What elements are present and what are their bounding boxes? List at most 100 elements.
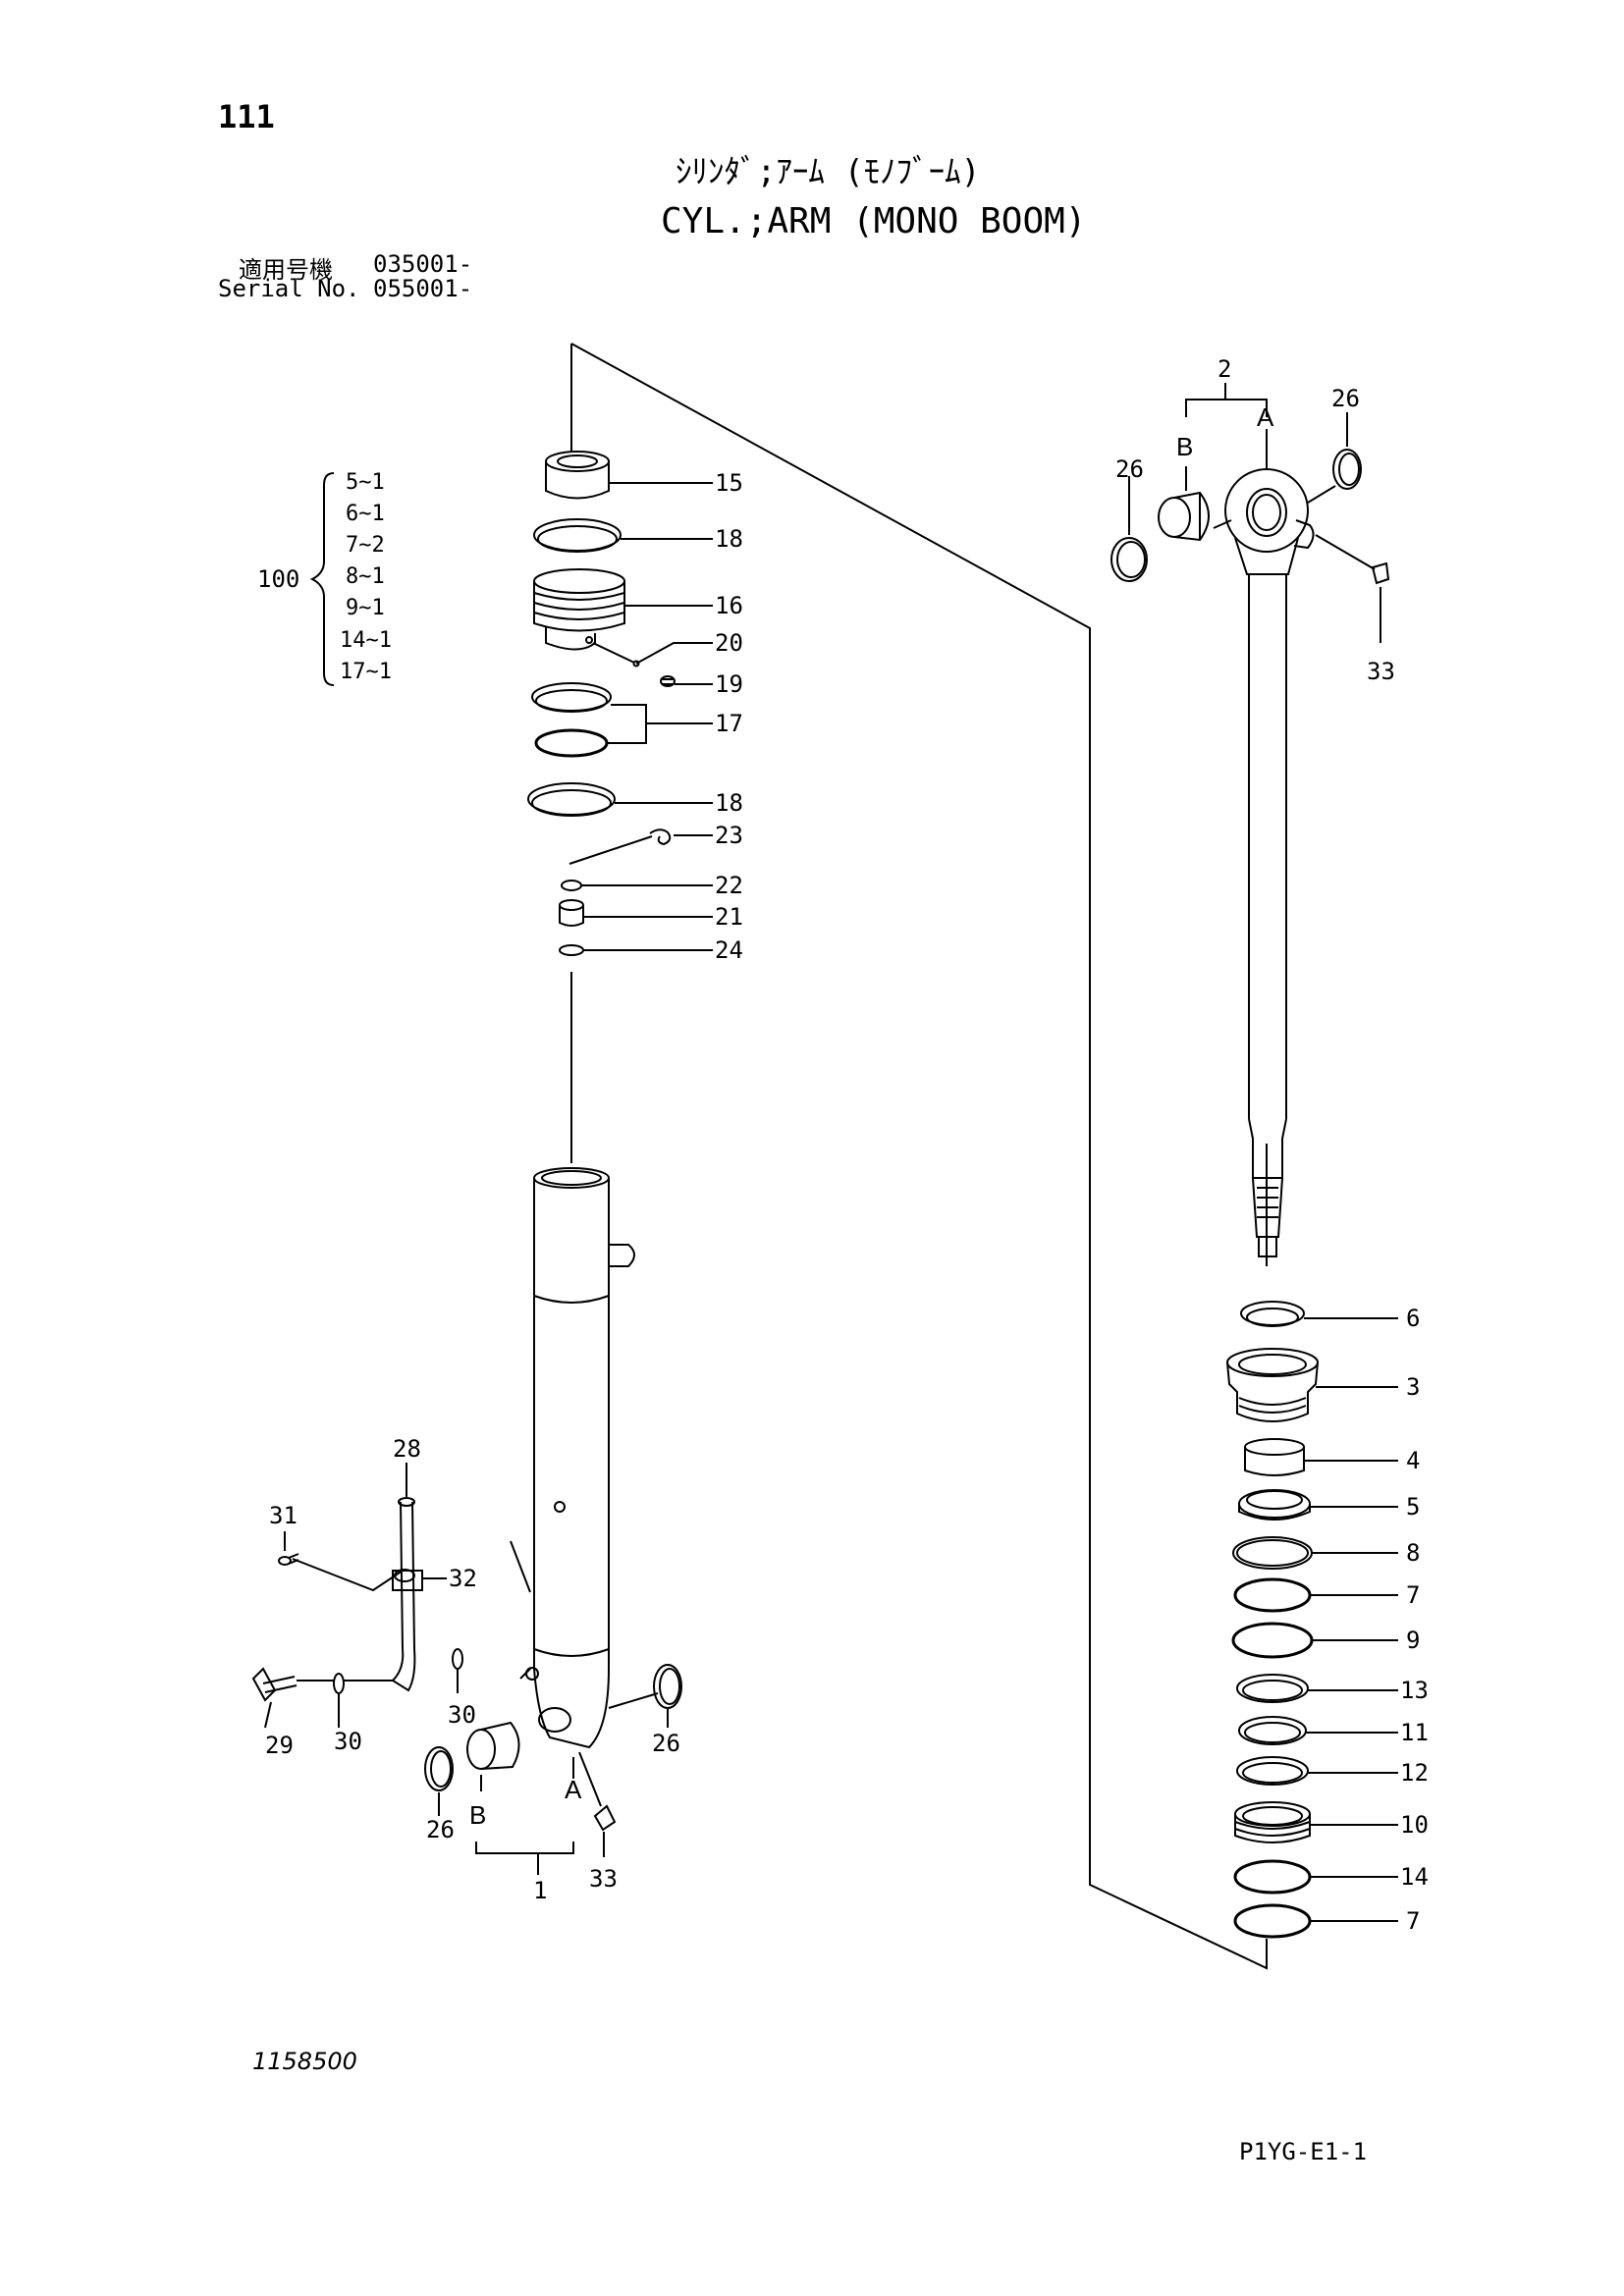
serial-value-japanese: 035001- bbox=[373, 250, 473, 278]
callout-26-rod-right: 26 bbox=[1331, 385, 1360, 412]
kit-item: 9~1 bbox=[346, 596, 385, 620]
part-5-seal bbox=[1238, 1489, 1311, 1521]
title-japanese: ｼﾘﾝﾀﾞ;ｱｰﾑ (ﾓﾉﾌﾞｰﾑ) bbox=[676, 152, 981, 190]
callout-4: 4 bbox=[1406, 1447, 1420, 1474]
kit-number: 100 bbox=[257, 565, 300, 593]
part-3-gland bbox=[1226, 1348, 1319, 1422]
part-7-o-ring-lower bbox=[1233, 1903, 1312, 1939]
part-11-ring bbox=[1238, 1716, 1307, 1745]
part-30-washer bbox=[333, 1673, 345, 1694]
serial-label-japanese: 適用号機 bbox=[239, 256, 333, 284]
callout-18-lower: 18 bbox=[715, 789, 743, 817]
part-33-grease-fitting-right bbox=[1371, 561, 1390, 585]
callout-26-rod-left: 26 bbox=[1115, 455, 1144, 483]
callout-13: 13 bbox=[1400, 1677, 1429, 1704]
callout-15: 15 bbox=[715, 469, 743, 497]
callout-12: 12 bbox=[1400, 1759, 1429, 1787]
part-26-seal-upper-left bbox=[1110, 537, 1148, 582]
part-26-seal-upper-right bbox=[1332, 449, 1362, 490]
callout-30-second: 30 bbox=[448, 1701, 476, 1729]
callout-30: 30 bbox=[334, 1728, 362, 1755]
label-a-tube: A bbox=[565, 1775, 582, 1804]
callout-10: 10 bbox=[1400, 1811, 1429, 1839]
cylinder-tube bbox=[519, 1167, 635, 1749]
kit-item: 17~1 bbox=[340, 660, 392, 684]
callout-6: 6 bbox=[1406, 1305, 1420, 1332]
callout-8: 8 bbox=[1406, 1539, 1420, 1567]
kit-item: 5~1 bbox=[346, 470, 385, 495]
callout-29: 29 bbox=[265, 1732, 294, 1759]
part-24-ring bbox=[559, 944, 584, 956]
callout-23: 23 bbox=[715, 822, 743, 849]
callout-33-rod: 33 bbox=[1367, 658, 1395, 685]
part-13-ring bbox=[1236, 1674, 1309, 1703]
callout-14: 14 bbox=[1400, 1863, 1429, 1891]
part-8-ring bbox=[1232, 1536, 1313, 1570]
page-number: 111 bbox=[218, 98, 275, 135]
part-22-ring bbox=[561, 880, 582, 891]
part-31-bolt bbox=[278, 1553, 299, 1566]
part-14-o-ring bbox=[1233, 1859, 1312, 1895]
kit-item: 14~1 bbox=[340, 628, 392, 653]
part-26-seal-right bbox=[653, 1664, 682, 1709]
callout-7-lower: 7 bbox=[1406, 1907, 1420, 1935]
part-29-bolt bbox=[251, 1667, 298, 1702]
callout-24: 24 bbox=[715, 936, 743, 964]
label-b-rod: B bbox=[1176, 432, 1193, 461]
frame-line bbox=[570, 343, 1268, 1970]
part-32-clamp bbox=[392, 1570, 423, 1591]
page-code: P1YG-E1-1 bbox=[1239, 2138, 1368, 2165]
callout-5: 5 bbox=[1406, 1493, 1420, 1521]
callout-26-tube: 26 bbox=[652, 1730, 680, 1757]
callout-21: 21 bbox=[715, 903, 743, 931]
part-9-o-ring bbox=[1231, 1622, 1314, 1659]
callout-19: 19 bbox=[715, 670, 743, 698]
kit-item: 7~2 bbox=[346, 533, 385, 558]
part-23-clip bbox=[649, 828, 672, 846]
drawing-number: 1158500 bbox=[252, 2048, 357, 2075]
part-12-ring bbox=[1236, 1756, 1309, 1786]
part-18-ring bbox=[533, 518, 622, 553]
callout-18: 18 bbox=[715, 525, 743, 553]
serial-value-english: 055001- bbox=[373, 275, 473, 302]
part-10-piston bbox=[1234, 1801, 1311, 1843]
callout-26-pin: 26 bbox=[426, 1816, 455, 1843]
part-21-bush bbox=[559, 899, 584, 927]
callout-11: 11 bbox=[1400, 1719, 1429, 1746]
callout-3: 3 bbox=[1406, 1373, 1420, 1401]
part-33-grease-fitting-left bbox=[593, 1804, 617, 1832]
part-17-seals bbox=[531, 682, 612, 758]
part-15-bushing bbox=[545, 451, 610, 500]
callout-22: 22 bbox=[715, 872, 743, 899]
part-7-o-ring bbox=[1233, 1577, 1312, 1613]
part-2-piston-rod bbox=[1224, 468, 1315, 1257]
part-6-seal bbox=[1240, 1301, 1305, 1327]
callout-9: 9 bbox=[1406, 1627, 1420, 1654]
part-26-seal-left bbox=[424, 1746, 454, 1791]
callout-28: 28 bbox=[393, 1435, 421, 1463]
part-b-bushing-left bbox=[466, 1721, 520, 1770]
kit-item: 8~1 bbox=[346, 564, 385, 589]
part-b-bushing-right bbox=[1158, 491, 1210, 542]
title-english: CYL.;ARM (MONO BOOM) bbox=[661, 201, 1087, 241]
label-a-rod: A bbox=[1257, 402, 1274, 432]
callout-31: 31 bbox=[269, 1502, 298, 1529]
callout-2: 2 bbox=[1218, 355, 1231, 383]
part-4-bushing bbox=[1244, 1438, 1305, 1476]
part-18-ring-lower bbox=[527, 782, 616, 817]
part-16-rod-head bbox=[533, 568, 625, 651]
callout-20: 20 bbox=[715, 629, 743, 657]
kit-brace bbox=[309, 472, 335, 686]
callout-7: 7 bbox=[1406, 1581, 1420, 1609]
part-30-washer bbox=[452, 1648, 463, 1670]
part-19-plug bbox=[660, 675, 676, 687]
callout-1: 1 bbox=[533, 1877, 547, 1904]
kit-item: 6~1 bbox=[346, 502, 385, 526]
callout-16: 16 bbox=[715, 592, 743, 619]
callout-17: 17 bbox=[715, 710, 743, 737]
label-b-tube: B bbox=[469, 1800, 486, 1830]
part-28-pipe bbox=[391, 1497, 416, 1692]
callout-33: 33 bbox=[589, 1865, 618, 1893]
serial-label-english: Serial No. bbox=[218, 275, 360, 302]
